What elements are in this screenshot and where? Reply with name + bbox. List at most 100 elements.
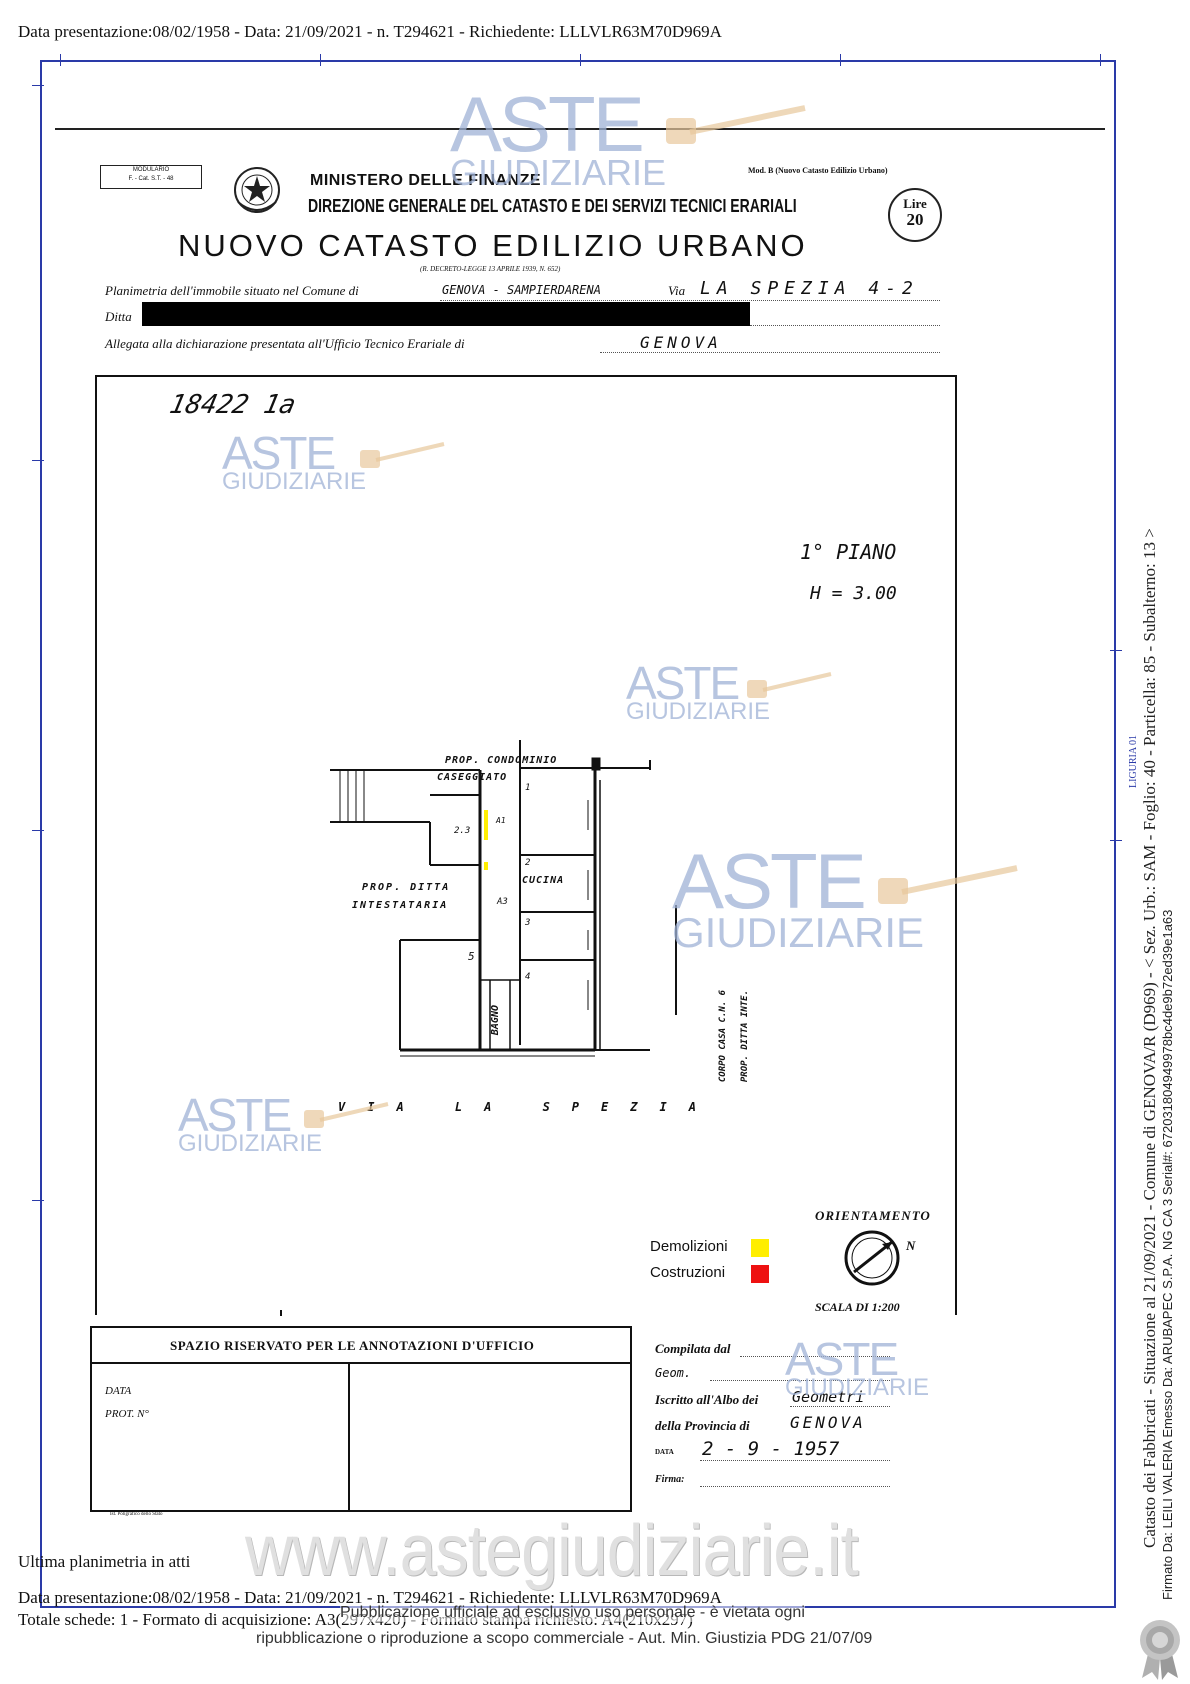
ministry-name: MINISTERO DELLE FINANZE [310, 172, 542, 189]
compilation-date: 2 - 9 - 1957 [702, 1438, 840, 1460]
gavel-icon [747, 672, 832, 698]
form-dotline [700, 1460, 890, 1461]
watermark-aste: ASTE [626, 657, 740, 709]
emblem-icon [232, 162, 282, 218]
plan-tick [280, 1310, 282, 1316]
data-label-small: DATA [655, 1448, 674, 1456]
seal-badge-icon [1140, 1620, 1180, 1680]
frame-tick [1110, 840, 1122, 841]
redaction-bar [142, 302, 750, 326]
gavel-icon [304, 1102, 389, 1128]
frame-tick [840, 54, 841, 66]
print-note: Ist. Poligrafico dello Stato [110, 1512, 163, 1517]
plan-ref-number: 18422 1a [166, 390, 299, 420]
label-bagno: BAGNO [490, 1005, 501, 1036]
pubblicazione-line-2: ripubblicazione o riproduzione a scopo c… [256, 1630, 873, 1647]
footer-presentazione: Data presentazione:08/02/1958 - Data: 21… [18, 1588, 722, 1607]
stamp-value: 20 [906, 210, 924, 229]
watermark-aste: ASTE [222, 427, 336, 479]
legend-demolizioni-swatch [751, 1239, 769, 1257]
iscritto-value: Geometri [792, 1388, 865, 1406]
geom-label: Geom. [655, 1366, 692, 1380]
pubblicazione-line-1: Pubblicazione ufficiale ad esclusivo uso… [340, 1604, 805, 1622]
form-dotline [750, 325, 940, 326]
label-prop-condominio: PROP. CONDOMINIO [445, 755, 558, 766]
height-label: H = 3.00 [810, 583, 897, 604]
form-dotline [600, 352, 940, 353]
compass-icon [844, 1230, 900, 1286]
provincia-value: GENOVA [790, 1413, 866, 1432]
form-dotline [700, 1486, 890, 1487]
drawing-area [95, 375, 957, 1315]
frame-tick [60, 54, 61, 66]
frame-tick [320, 54, 321, 66]
planimetria-label: Planimetria dell'immobile situato nel Co… [105, 283, 359, 298]
watermark-aste: ASTE [450, 80, 645, 168]
label-street: VIA LA SPEZIA [338, 1100, 718, 1114]
floor-plan [330, 740, 651, 1057]
provincia-label: della Provincia di [655, 1418, 750, 1433]
top-rule [55, 128, 1105, 130]
label-corpo-casa: CORPO CASA C.N. 6 [718, 990, 728, 1083]
gavel-icon [666, 105, 806, 144]
iscritto-label: Iscritto all'Albo dei [655, 1392, 759, 1407]
ufficio-value: GENOVA [640, 333, 722, 352]
modulario-label: MODULARIO [132, 167, 170, 173]
footer-ultima: Ultima planimetria in atti [18, 1552, 191, 1571]
label-caseggiato: CASEGGIATO [437, 772, 508, 783]
demolition-mark [484, 862, 488, 870]
annotations-header-rule [90, 1362, 632, 1364]
watermark-giudiziarie: GIUDIZIARIE [672, 909, 925, 956]
form-dotline [440, 300, 940, 301]
watermark-logo: ASTE GIUDIZIARIE [626, 660, 770, 724]
form-dotline [710, 1380, 890, 1381]
watermark-giudiziarie: GIUDIZIARIE [785, 1374, 930, 1401]
via-label: Via [668, 283, 686, 298]
frame-tick [32, 830, 44, 831]
label-room-3: 3 [525, 918, 531, 928]
model-code: Mod. B (Nuovo Catasto Edilizio Urbano) [748, 166, 888, 175]
label-cucina: CUCINA [522, 875, 565, 886]
annot-data-label: DATA [105, 1385, 132, 1397]
annot-prot-label: PROT. N° [105, 1408, 149, 1420]
legend-costruzioni-swatch [751, 1265, 769, 1283]
gavel-icon [360, 442, 445, 468]
website-watermark: www.astegiudiziarie.it [245, 1511, 859, 1591]
label-room-1: 1 [525, 783, 531, 793]
header-line: Data presentazione:08/02/1958 - Data: 21… [18, 22, 722, 41]
label-prop-ditta-inte: PROP. DITTA INTE. [740, 990, 750, 1083]
allegata-label: Allegata alla dichiarazione presentata a… [105, 336, 465, 351]
form-dotline [740, 1356, 890, 1357]
frame-tick [32, 460, 44, 461]
label-intestataria: INTESTATARIA [352, 900, 449, 911]
ditta-label: Ditta [105, 309, 132, 324]
frame-tick [32, 1200, 44, 1201]
watermark-logo: ASTE GIUDIZIARIE [785, 1336, 929, 1400]
watermark-aste: ASTE [672, 837, 867, 925]
firma-label: Firma: [655, 1474, 685, 1485]
watermark-giudiziarie: GIUDIZIARIE [222, 468, 367, 495]
watermark-logo: ASTE GIUDIZIARIE [222, 430, 366, 494]
directorate-name: DIREZIONE GENERALE DEL CATASTO E DEI SER… [308, 196, 797, 216]
frame-tick [1100, 54, 1101, 66]
scale-label: SCALA DI 1:200 [815, 1300, 900, 1314]
frame-tick [580, 54, 581, 66]
watermark-giudiziarie: GIUDIZIARIE [626, 698, 771, 725]
modulario-box: MODULARIO F. - Cat. S.T. - 48 [100, 165, 202, 189]
watermark-logo: ASTE GIUDIZIARIE [672, 842, 924, 954]
frame-tick [1110, 650, 1122, 651]
plan-wall [675, 905, 677, 1015]
label-a1: A1 [496, 816, 506, 825]
side-catasto-info: Catasto dei Fabbricati - Situazione al 2… [1140, 528, 1159, 1548]
stamp-duty-badge: Lire 20 [888, 188, 942, 242]
form-dotline [790, 1406, 890, 1407]
annotations-box [90, 1326, 632, 1512]
legend-demolizioni-label: Demolizioni [650, 1238, 728, 1255]
label-room-4: 4 [525, 972, 531, 982]
label-room-5: 5 [468, 950, 475, 963]
watermark-aste: ASTE [785, 1333, 899, 1385]
gavel-icon [878, 865, 1018, 904]
side-signature-info: Firmato Da: LEILI VALERIA Emesso Da: ARU… [1160, 909, 1175, 1600]
annotations-divider [348, 1362, 350, 1512]
demolition-mark [484, 810, 488, 840]
